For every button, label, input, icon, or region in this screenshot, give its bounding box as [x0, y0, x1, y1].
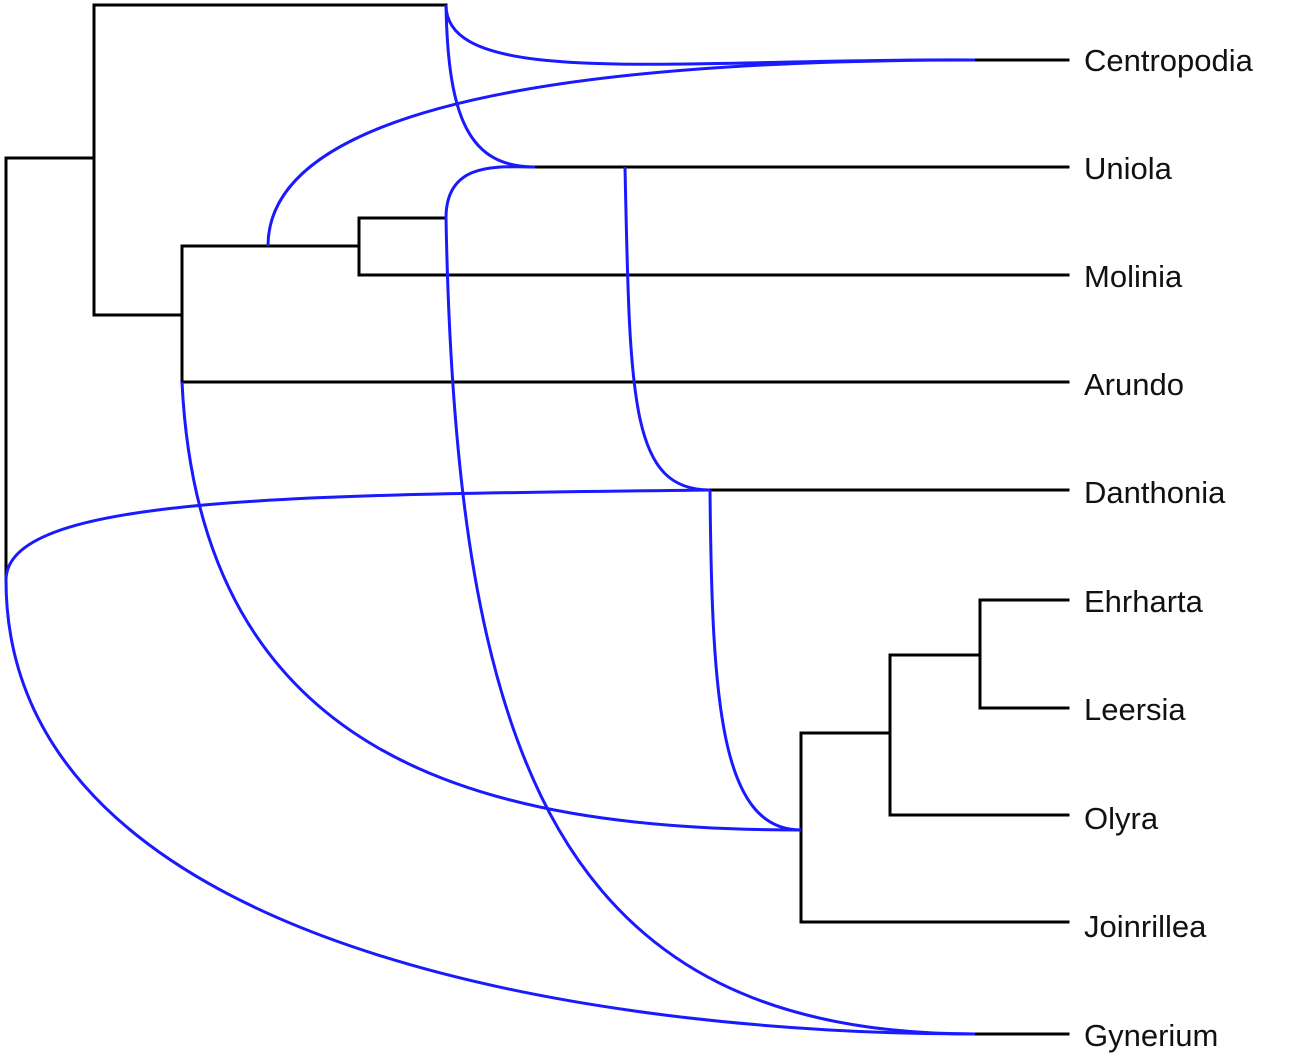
reticulation-edge-centropodia-b [266, 58, 976, 247]
taxon-labels: Centropodia Uniola Molinia Arundo Dantho… [1084, 43, 1254, 1053]
reticulation-edge-bep-b [180, 381, 802, 832]
reticulation-edge-gynerium-a [444, 217, 976, 1036]
reticulation-edge-gynerium-b [4, 579, 976, 1036]
taxon-label-uniola: Uniola [1084, 151, 1173, 186]
reticulation-edge-bep-a [708, 489, 802, 832]
taxon-label-leersia: Leersia [1084, 692, 1186, 727]
tree-edge-root [4, 156, 96, 582]
tree-edge-molinia-clade [180, 216, 1070, 384]
tree-edges [4, 3, 1070, 1036]
taxon-label-gynerium: Gynerium [1084, 1018, 1218, 1053]
taxon-label-arundo: Arundo [1084, 367, 1184, 402]
taxon-label-danthonia: Danthonia [1084, 475, 1226, 510]
reticulation-edges [4, 4, 976, 1036]
reticulation-edge-centropodia-a [444, 4, 976, 66]
taxon-label-centropodia: Centropodia [1084, 43, 1254, 78]
taxon-label-ehrharta: Ehrharta [1084, 584, 1204, 619]
taxon-label-molinia: Molinia [1084, 259, 1183, 294]
taxon-label-olyra: Olyra [1084, 801, 1159, 836]
reticulation-edge-uniola-a [444, 4, 536, 169]
tree-edge-upper-clade [92, 3, 448, 317]
reticulation-edge-uniola-b [444, 165, 536, 219]
reticulation-edge-danthonia-a [623, 166, 711, 492]
tree-edge-bep-clade [799, 598, 1070, 924]
taxon-label-joinrillea: Joinrillea [1084, 909, 1207, 944]
reticulation-edge-danthonia-b [4, 488, 711, 581]
